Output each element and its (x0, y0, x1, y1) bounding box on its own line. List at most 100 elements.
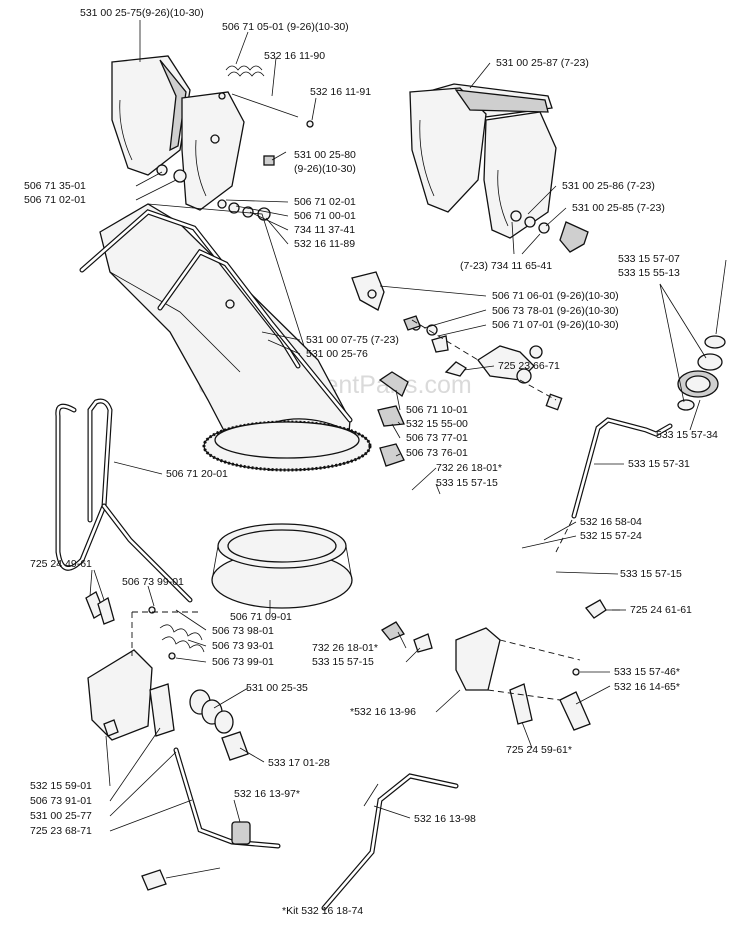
bracket-tab (149, 683, 175, 737)
pin-rod (231, 93, 299, 118)
cable-spring (159, 624, 205, 653)
bushing (529, 345, 543, 359)
callout-label: 506 71 05-01 (9-26)(10-30) (222, 21, 349, 33)
callout-label: 532 16 11-89 (294, 238, 355, 250)
callout-label: (7-23) 734 11 65-41 (460, 260, 552, 272)
washer (228, 202, 240, 214)
guide-line (411, 319, 479, 361)
callout-label: 725 23 68-71 (30, 825, 92, 837)
knob (559, 221, 589, 253)
callout-label: 532 15 57-24 (580, 530, 642, 542)
clip-ring (306, 120, 314, 128)
callout-label: 532 16 13-97* (234, 788, 300, 800)
nut (403, 315, 421, 331)
callout-label: 531 00 25-80 (294, 149, 356, 161)
callout-label: 533 15 57-46* (614, 666, 680, 678)
nut (103, 719, 119, 737)
callout-label: 532 15 55-00 (406, 418, 468, 430)
deflector-left (111, 55, 245, 211)
bushing (697, 353, 723, 371)
pin (559, 691, 591, 731)
washer (516, 368, 532, 384)
callout-label: 506 73 93-01 (212, 640, 274, 652)
callout-label: 533 15 57-07 (618, 253, 680, 265)
callout-label: 506 71 10-01 (406, 404, 468, 416)
spring-small (225, 65, 265, 77)
callout-label: 506 73 91-01 (30, 795, 92, 807)
callout-label: 732 26 18-01* (436, 462, 502, 474)
washer (413, 633, 433, 653)
washer (510, 210, 522, 222)
clamp (221, 731, 249, 761)
callout-label: 532 16 58-04 (580, 516, 642, 528)
callout-labels: 531 00 25-75(9-26)(10-30) 506 71 05-01 (… (24, 7, 718, 837)
nut (263, 155, 275, 166)
callout-label: 506 73 78-01 (9-26)(10-30) (492, 305, 619, 317)
washer (545, 393, 563, 411)
base-ring (211, 523, 353, 609)
washer (173, 169, 187, 183)
callout-label: 506 73 76-01 (406, 447, 468, 459)
block (377, 405, 405, 427)
guide-line (519, 379, 557, 401)
callout-label: 725 24 49-61 (30, 558, 92, 570)
callout-label: 506 73 77-01 (406, 432, 468, 444)
leader-lines (89, 20, 727, 832)
callout-label: 533 15 57-15 (436, 477, 498, 489)
callout-label: 531 00 25-76 (306, 348, 368, 360)
block (379, 443, 405, 467)
callout-label: 531 00 25-86 (7-23) (562, 180, 655, 192)
ring-gear (202, 420, 372, 472)
washer (524, 216, 536, 228)
lever (378, 371, 409, 398)
clip (572, 668, 580, 676)
callout-label: 532 15 59-01 (30, 780, 92, 792)
callout-label: 532 16 14-65* (614, 681, 680, 693)
callout-label: 506 73 98-01 (212, 625, 274, 637)
callout-label: 531 00 25-87 (7-23) (496, 57, 589, 69)
callout-label: (9-26)(10-30) (294, 163, 356, 175)
clip (148, 606, 156, 614)
callout-label: 506 71 35-01 (24, 180, 86, 192)
bellows-grommet (189, 689, 234, 734)
callout-label: 725 24 59-61* (506, 744, 572, 756)
callout-label: 531 00 25-77 (30, 810, 92, 822)
guide-line (499, 639, 581, 661)
callout-label: 532 16 11-91 (310, 86, 371, 98)
callout-label: 506 73 99-01 (122, 576, 184, 588)
washer (217, 199, 227, 209)
callout-label: 725 23 66-71 (498, 360, 560, 372)
callout-label: 506 71 00-01 (294, 210, 356, 222)
bolt (509, 683, 533, 725)
callout-label: 533 15 57-15 (312, 656, 374, 668)
callout-label: 531 00 07-75 (7-23) (306, 334, 399, 346)
guide-line (487, 689, 561, 701)
callout-label: 732 26 18-01* (312, 642, 378, 654)
callout-label: 506 71 09-01 (230, 611, 292, 623)
callout-label: 531 00 25-35 (246, 682, 308, 694)
screw (444, 361, 467, 377)
guide-line (555, 519, 573, 553)
clip (168, 652, 176, 660)
callout-label: 506 71 07-01 (9-26)(10-30) (492, 319, 619, 331)
clip-ring (218, 92, 226, 100)
bracket (351, 271, 385, 311)
bolt (97, 597, 115, 625)
hole (367, 289, 377, 299)
callout-label: 533 15 55-13 (618, 267, 680, 279)
callout-label: 506 71 02-01 (24, 194, 86, 206)
callout-label: 725 24 61-61 (630, 604, 692, 616)
washer (431, 335, 449, 353)
callout-label: 506 71 20-01 (166, 468, 228, 480)
mounting-bracket (87, 649, 153, 741)
callout-label: 734 11 37-41 (294, 224, 355, 236)
callout-label: 533 15 57-34 (656, 429, 718, 441)
washer (704, 335, 726, 349)
callout-label: 531 00 25-85 (7-23) (572, 202, 665, 214)
kit-footnote: *Kit 532 16 18-74 (282, 905, 363, 917)
callout-label: 506 73 99-01 (212, 656, 274, 668)
nut (381, 621, 405, 641)
washer (426, 324, 438, 336)
